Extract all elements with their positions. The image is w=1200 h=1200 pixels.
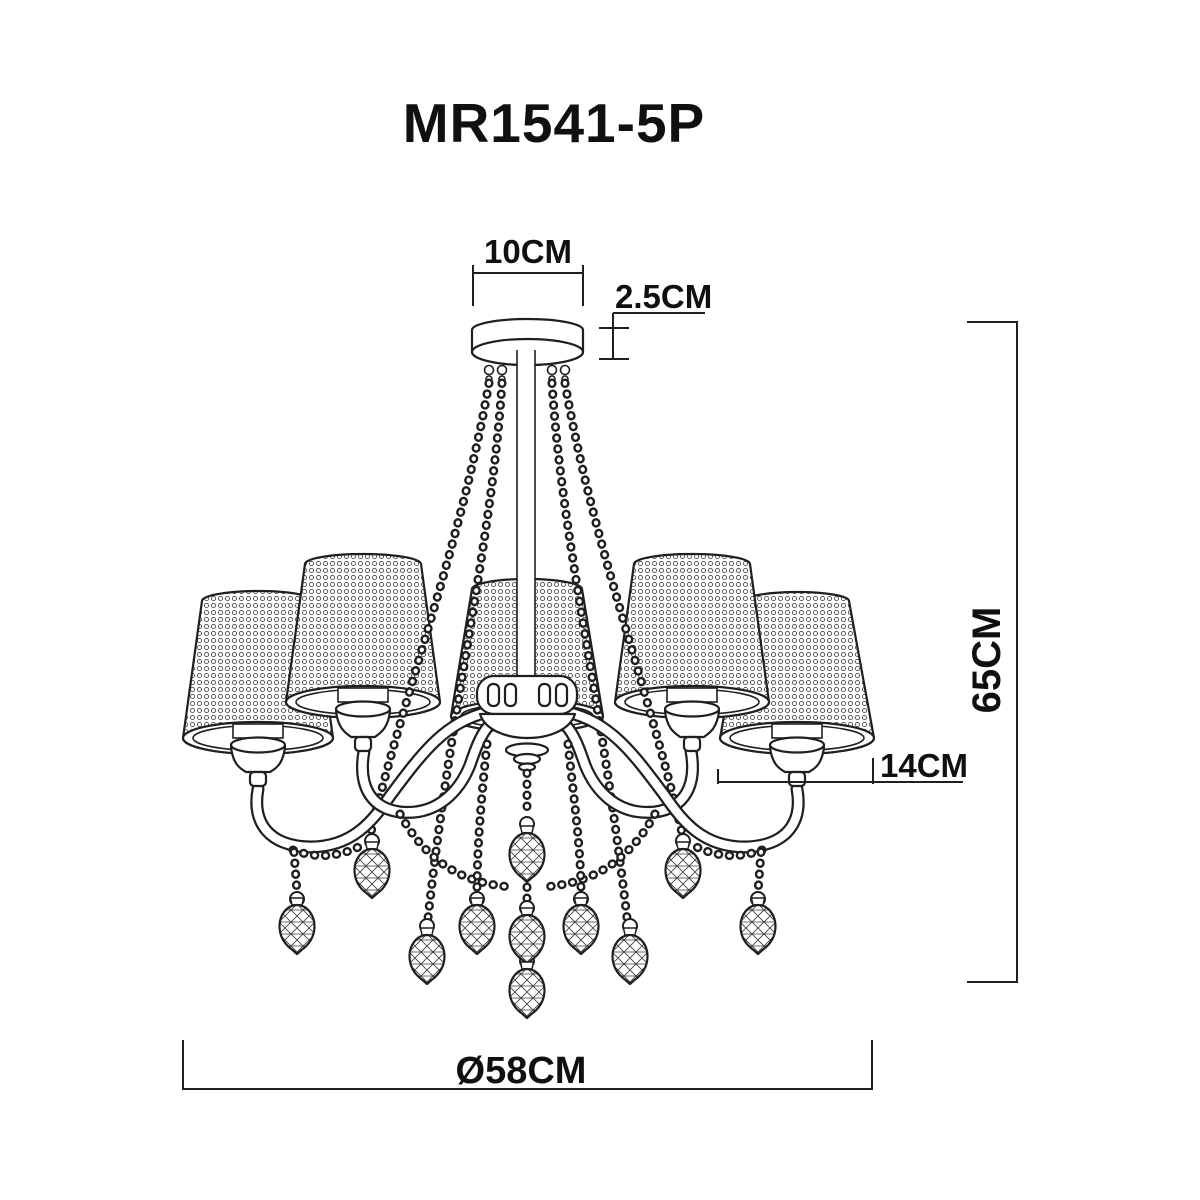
fixture-diameter-label: Ø58CM — [456, 1050, 587, 1092]
ceiling-canopy — [470, 317, 585, 367]
canopy-height-label: 2.5CM — [615, 278, 712, 315]
shade-right — [613, 552, 771, 720]
shade-diameter-label: 14CM — [880, 747, 968, 784]
dimension-canopy-height: 2.5CM — [599, 278, 712, 360]
center-rod — [516, 350, 536, 680]
lamp-holder-left — [334, 700, 392, 753]
lamp-holder-far-right — [768, 736, 826, 788]
dimension-shade-diameter: 14CM — [717, 747, 968, 784]
product-model-title: MR1541-5P — [403, 92, 705, 154]
shade-left — [284, 552, 442, 720]
lamp-holder-far-left — [229, 736, 287, 788]
lamp-holder-right — [663, 700, 721, 753]
dimension-canopy-diameter: 10CM — [472, 233, 584, 306]
chandelier-drawing — [181, 317, 876, 1020]
dimension-fixture-diameter: Ø58CM — [182, 1040, 873, 1092]
center-hub — [475, 674, 579, 772]
canopy-diameter-label: 10CM — [484, 233, 572, 270]
fixture-height-label: 65CM — [965, 607, 1009, 714]
dimension-fixture-height: 65CM — [965, 321, 1018, 983]
crystal-drops — [278, 824, 777, 1020]
